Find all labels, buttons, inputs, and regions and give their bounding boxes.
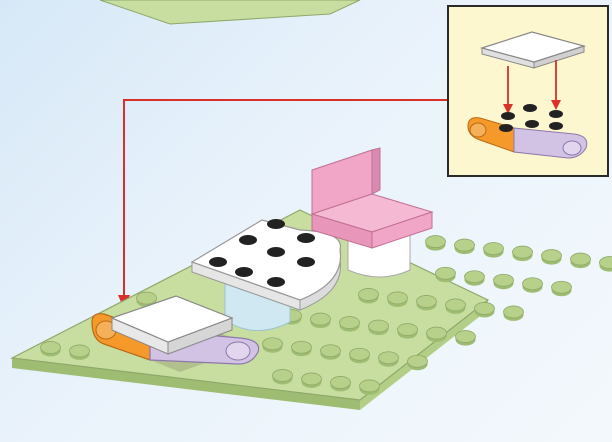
callout-arrows — [503, 60, 561, 114]
baseplate-stud — [435, 266, 456, 283]
previous-step-baseplate-fragment — [99, 0, 361, 25]
chair-back-side — [371, 147, 381, 195]
baseplate-studs — [40, 235, 612, 395]
baseplate-stud — [397, 323, 418, 339]
baseplate-stud — [358, 288, 379, 304]
baseplate-stud — [320, 344, 341, 360]
baseplate-stud — [416, 295, 437, 311]
baseplate-stud — [301, 372, 322, 388]
baseplate-stud — [310, 312, 331, 329]
baseplate-stud — [464, 270, 485, 286]
baseplate-stud — [512, 245, 533, 262]
baseplate-stud — [407, 354, 428, 371]
baseplate-stud — [339, 316, 360, 332]
baseplate-stud — [426, 326, 447, 343]
baseplate-stud — [522, 277, 543, 293]
baseplate-stud — [599, 256, 612, 272]
baseplate-stud — [368, 319, 389, 336]
baseplate-stud — [503, 305, 524, 321]
baseplate-stud — [425, 235, 446, 251]
baseplate-stud — [291, 340, 312, 357]
baseplate-stud — [272, 369, 293, 385]
baseplate-stud — [551, 280, 572, 297]
baseplate-stud — [474, 302, 495, 318]
baseplate-stud — [330, 376, 351, 392]
callout-box — [447, 5, 609, 177]
baseplate-stud — [454, 238, 475, 255]
baseplate-stud — [40, 341, 61, 357]
callout-skate-studs — [499, 104, 563, 132]
baseplate-stud — [378, 351, 399, 367]
tile-white-on-skate — [110, 295, 234, 355]
baseplate-stud — [541, 249, 562, 265]
table-round-white — [190, 219, 342, 331]
table-studs — [209, 219, 315, 287]
baseplate-stud — [570, 252, 591, 269]
baseplate-stud — [262, 337, 283, 353]
callout-tile-white — [479, 31, 587, 69]
baseplate-stud — [349, 347, 370, 364]
baseplate-stud — [387, 291, 408, 307]
baseplate-stud — [445, 298, 466, 314]
baseplate-stud — [359, 379, 380, 395]
chair-pink — [310, 147, 434, 278]
baseplate-stud — [455, 330, 476, 346]
baseplate-stud — [483, 242, 504, 258]
baseplate-stud — [69, 344, 90, 360]
chair-seat-side — [371, 211, 433, 249]
baseplate-stud — [493, 273, 514, 290]
callout-skate — [467, 104, 588, 159]
skate-wheel-front — [225, 341, 251, 361]
